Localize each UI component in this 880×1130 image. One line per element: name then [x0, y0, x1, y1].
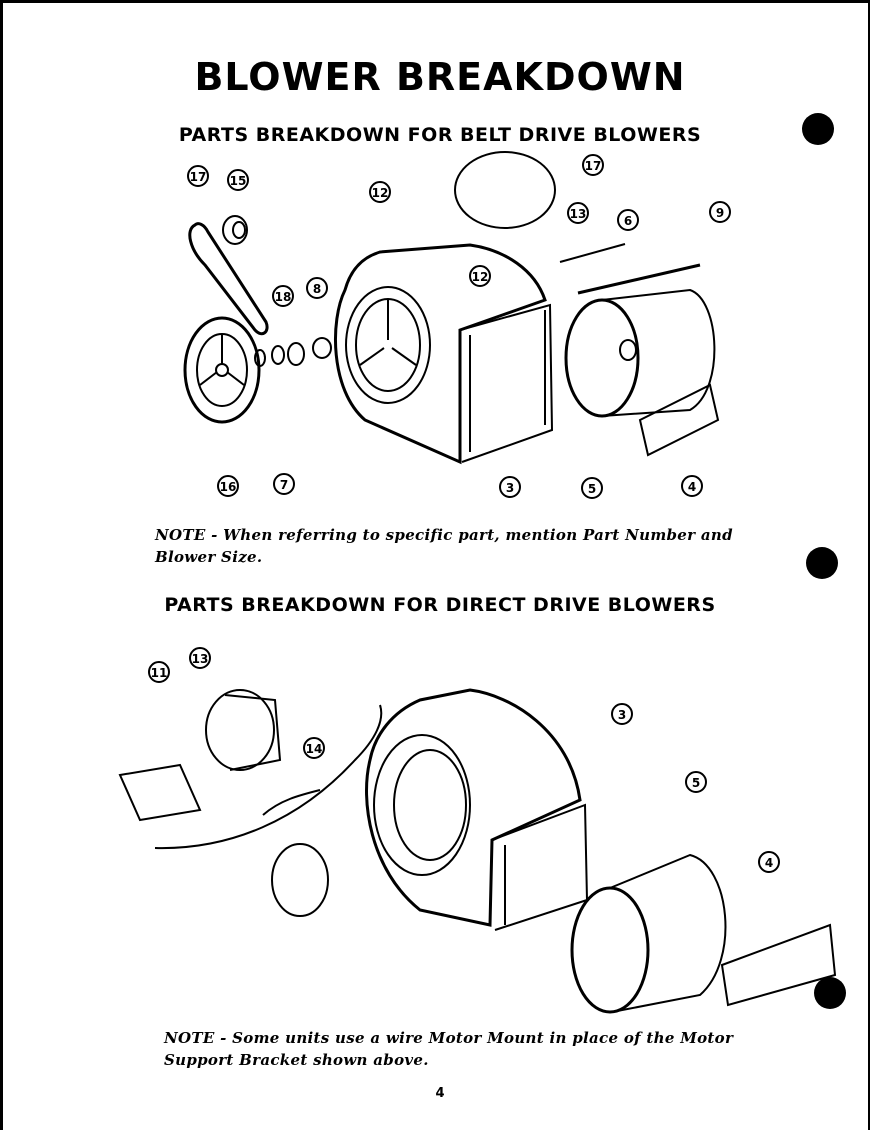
svg-text:9: 9 [716, 206, 724, 220]
direct-drive-heading: PARTS BREAKDOWN FOR DIRECT DRIVE BLOWERS [164, 594, 716, 616]
page-number: 4 [435, 1086, 445, 1101]
svg-text:4: 4 [688, 480, 696, 494]
svg-text:16: 16 [220, 480, 237, 494]
callout-16: 16 [217, 475, 239, 497]
callout-8: 8 [306, 277, 328, 299]
svg-text:12: 12 [372, 186, 389, 200]
svg-text:13: 13 [192, 652, 209, 666]
svg-text:14: 14 [306, 742, 323, 756]
callout-13: 13 [567, 202, 589, 224]
belt-drive-heading: PARTS BREAKDOWN FOR BELT DRIVE BLOWERS [178, 124, 702, 146]
svg-text:6: 6 [624, 214, 632, 228]
svg-text:17: 17 [190, 170, 207, 184]
note-direct-drive: NOTE - Some units use a wire Motor Mount… [164, 1029, 734, 1069]
svg-text:17: 17 [585, 159, 602, 173]
callout-17: 17 [187, 165, 209, 187]
page-title: BLOWER BREAKDOWN [194, 55, 686, 99]
callout-3: 3 [611, 703, 633, 725]
binder-hole [814, 977, 846, 1009]
binder-hole [806, 547, 838, 579]
svg-text:5: 5 [588, 482, 596, 496]
svg-text:8: 8 [313, 282, 321, 296]
callout-12: 12 [369, 181, 391, 203]
callout-6: 6 [617, 209, 639, 231]
callout-13: 13 [189, 647, 211, 669]
callout-15: 15 [227, 169, 249, 191]
callout-12b: 12 [469, 265, 491, 287]
svg-text:12: 12 [472, 270, 489, 284]
callout-5: 5 [685, 771, 707, 793]
callout-4: 4 [758, 851, 780, 873]
svg-text:7: 7 [280, 478, 288, 492]
callout-14: 14 [303, 737, 325, 759]
note-belt-drive: NOTE - When referring to specific part, … [155, 526, 733, 566]
binder-hole [802, 113, 834, 145]
callout-11: 11 [148, 661, 170, 683]
svg-text:18: 18 [275, 290, 292, 304]
callout-9: 9 [709, 201, 731, 223]
svg-text:3: 3 [618, 708, 626, 722]
svg-text:15: 15 [230, 174, 247, 188]
callout-18: 18 [272, 285, 294, 307]
callout-3: 3 [499, 476, 521, 498]
svg-text:3: 3 [506, 481, 514, 495]
callout-4: 4 [681, 475, 703, 497]
callout-7: 7 [273, 473, 295, 495]
svg-text:11: 11 [151, 666, 168, 680]
callout-17b: 17 [582, 154, 604, 176]
svg-text:4: 4 [765, 856, 773, 870]
callout-5: 5 [581, 477, 603, 499]
svg-text:13: 13 [570, 207, 587, 221]
svg-text:5: 5 [692, 776, 700, 790]
